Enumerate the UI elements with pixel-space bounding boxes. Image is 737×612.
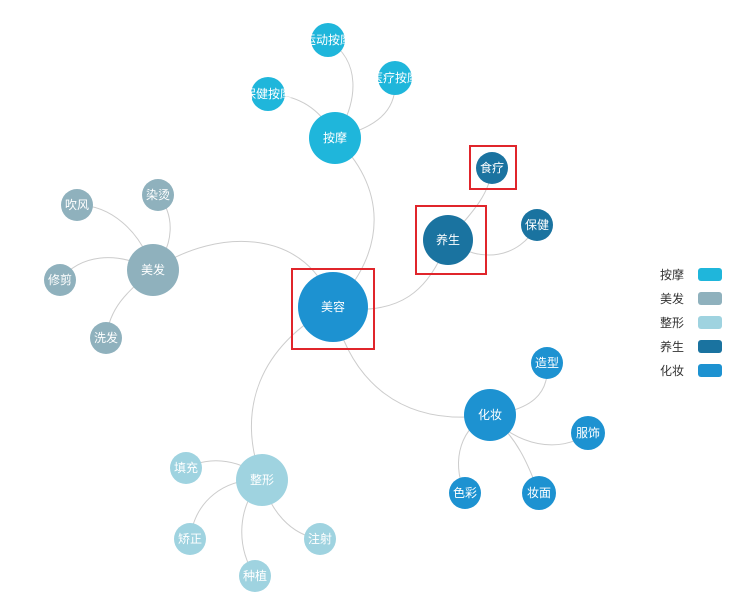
node-yiliao-anmo-circle — [378, 61, 412, 95]
legend-label: 美发 — [660, 291, 685, 306]
node-fushi-circle — [571, 416, 605, 450]
node-zhengxing-label: 整形 — [250, 472, 274, 487]
node-baojian-anmo-label: 保健按摩 — [244, 86, 292, 101]
highlight-box-shiliao — [469, 145, 517, 190]
node-zhongzhi[interactable]: 种植 — [239, 560, 271, 592]
node-zhushe-label: 注射 — [308, 531, 332, 546]
node-anmo[interactable]: 按摩 — [309, 112, 361, 164]
node-tianchong[interactable]: 填充 — [170, 452, 202, 484]
node-zhushe[interactable]: 注射 — [304, 523, 336, 555]
node-zhushe-circle — [304, 523, 336, 555]
node-baojian-circle — [521, 209, 553, 241]
legend-item-meifa[interactable]: 美发 — [660, 286, 732, 310]
node-meifa[interactable]: 美发 — [127, 244, 179, 296]
legend-label: 按摩 — [660, 267, 685, 282]
legend-label: 化妆 — [660, 363, 685, 378]
node-yangsheng-circle — [423, 215, 473, 265]
legend-item-anmo[interactable]: 按摩 — [660, 262, 732, 286]
node-xiujian[interactable]: 修剪 — [44, 264, 76, 296]
legend-swatch — [698, 291, 722, 305]
node-huazhuang[interactable]: 化妆 — [464, 389, 516, 441]
node-secai[interactable]: 色彩 — [449, 477, 481, 509]
node-zaoxing-label: 造型 — [535, 356, 559, 370]
node-yundong-anmo-circle — [311, 23, 345, 57]
node-zhuangmian[interactable]: 妆面 — [522, 476, 556, 510]
legend-swatch — [698, 339, 722, 353]
legend-label: 整形 — [660, 315, 685, 330]
node-jiaozheng-circle — [174, 523, 206, 555]
node-jiaozheng-label: 矫正 — [178, 531, 202, 546]
node-shiliao-label: 食疗 — [480, 160, 504, 175]
node-fushi-label: 服饰 — [576, 426, 600, 440]
node-rantang-label: 染烫 — [146, 187, 170, 202]
node-tianchong-circle — [170, 452, 202, 484]
node-shiliao[interactable]: 食疗 — [476, 152, 508, 184]
node-zhongzhi-label: 种植 — [243, 568, 267, 583]
highlight-box-yangsheng — [415, 205, 487, 275]
legend-item-huazhuang[interactable]: 化妆 — [660, 358, 732, 382]
node-zaoxing[interactable]: 造型 — [531, 347, 563, 379]
node-yundong-anmo[interactable]: 运动按摩 — [304, 23, 352, 57]
node-zhengxing-circle — [236, 454, 288, 506]
node-meirong-label: 美容 — [321, 299, 345, 314]
legend-item-yangsheng[interactable]: 养生 — [660, 334, 732, 358]
node-anmo-circle — [309, 112, 361, 164]
node-meifa-circle — [127, 244, 179, 296]
node-yiliao-anmo[interactable]: 医疗按摩 — [371, 61, 419, 95]
highlight-box-meirong — [291, 268, 375, 350]
node-secai-label: 色彩 — [453, 486, 477, 500]
node-xifa-label: 洗发 — [94, 330, 118, 345]
node-secai-circle — [449, 477, 481, 509]
node-yiliao-anmo-label: 医疗按摩 — [371, 70, 419, 85]
node-baojian[interactable]: 保健 — [521, 209, 553, 241]
legend-item-zhengxing[interactable]: 整形 — [660, 310, 732, 334]
node-zhongzhi-circle — [239, 560, 271, 592]
node-meifa-label: 美发 — [141, 262, 165, 277]
node-huazhuang-label: 化妆 — [478, 408, 502, 422]
node-zaoxing-circle — [531, 347, 563, 379]
node-zhuangmian-label: 妆面 — [527, 486, 551, 500]
node-meirong[interactable]: 美容 — [298, 272, 368, 342]
legend-swatch — [698, 267, 722, 281]
node-tianchong-label: 填充 — [174, 460, 198, 475]
node-xifa-circle — [90, 322, 122, 354]
node-xiujian-circle — [44, 264, 76, 296]
node-yundong-anmo-label: 运动按摩 — [304, 32, 352, 47]
node-rantang-circle — [142, 179, 174, 211]
legend-swatch — [698, 363, 722, 377]
node-shiliao-circle — [476, 152, 508, 184]
node-zhengxing[interactable]: 整形 — [236, 454, 288, 506]
node-jiaozheng[interactable]: 矫正 — [174, 523, 206, 555]
node-baojian-label: 保健 — [525, 218, 549, 232]
node-chuifeng[interactable]: 吹风 — [61, 189, 93, 221]
node-chuifeng-label: 吹风 — [65, 198, 89, 212]
legend-label: 养生 — [660, 339, 685, 354]
node-huazhuang-circle — [464, 389, 516, 441]
legend: 按摩 美发 整形 养生 化妆 — [660, 262, 732, 382]
node-chuifeng-circle — [61, 189, 93, 221]
node-zhuangmian-circle — [522, 476, 556, 510]
node-baojian-anmo-circle — [251, 77, 285, 111]
highlight-boxes — [291, 145, 517, 350]
node-meirong-circle — [298, 272, 368, 342]
node-rantang[interactable]: 染烫 — [142, 179, 174, 211]
node-baojian-anmo[interactable]: 保健按摩 — [244, 77, 292, 111]
node-yangsheng-label: 养生 — [436, 232, 460, 247]
node-xifa[interactable]: 洗发 — [90, 322, 122, 354]
node-fushi[interactable]: 服饰 — [571, 416, 605, 450]
node-yangsheng[interactable]: 养生 — [423, 215, 473, 265]
legend-swatch — [698, 315, 722, 329]
node-anmo-label: 按摩 — [323, 130, 347, 145]
node-xiujian-label: 修剪 — [48, 272, 72, 287]
